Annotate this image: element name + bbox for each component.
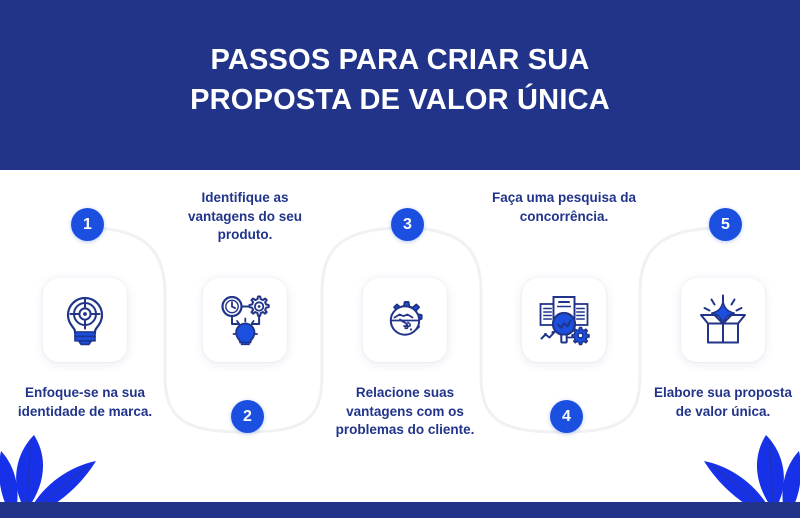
step-1-icon-card[interactable]: [43, 278, 127, 362]
step-4-icon-card[interactable]: [522, 278, 606, 362]
header-banner: PASSOS PARA CRIAR SUA PROPOSTA DE VALOR …: [0, 0, 800, 170]
step-5-icon-card[interactable]: [681, 278, 765, 362]
step-3-number-badge: 3: [391, 208, 424, 241]
open-box-star-icon: [700, 294, 746, 344]
step-4-number-badge: 4: [550, 400, 583, 433]
lightbulb-target-icon: [66, 296, 104, 346]
step-5-caption: Elabore sua proposta de valor única.: [653, 385, 793, 419]
step-1-number-badge: 1: [71, 208, 104, 241]
gear-handshake-icon: [389, 300, 423, 336]
documents-magnifier-gear-icon: [539, 296, 590, 346]
step-2-icon-card[interactable]: [203, 278, 287, 362]
clock-gear-lightbulb-icon: [221, 295, 270, 346]
step-3-caption: Relacione suas vantagens com os problema…: [335, 385, 475, 437]
step-5-number-badge: 5: [709, 208, 742, 241]
step-3-icon-card[interactable]: [363, 278, 447, 362]
step-2-number-badge: 2: [231, 400, 264, 433]
page-title: PASSOS PARA CRIAR SUA PROPOSTA DE VALOR …: [190, 44, 610, 116]
step-4-caption: Faça uma pesquisa da concorrência.: [491, 190, 637, 224]
step-2-caption: Identifique as vantagens do seu produto.: [187, 190, 303, 242]
bottom-bar: [0, 502, 800, 518]
step-1-caption: Enfoque-se na sua identidade de marca.: [17, 385, 153, 419]
